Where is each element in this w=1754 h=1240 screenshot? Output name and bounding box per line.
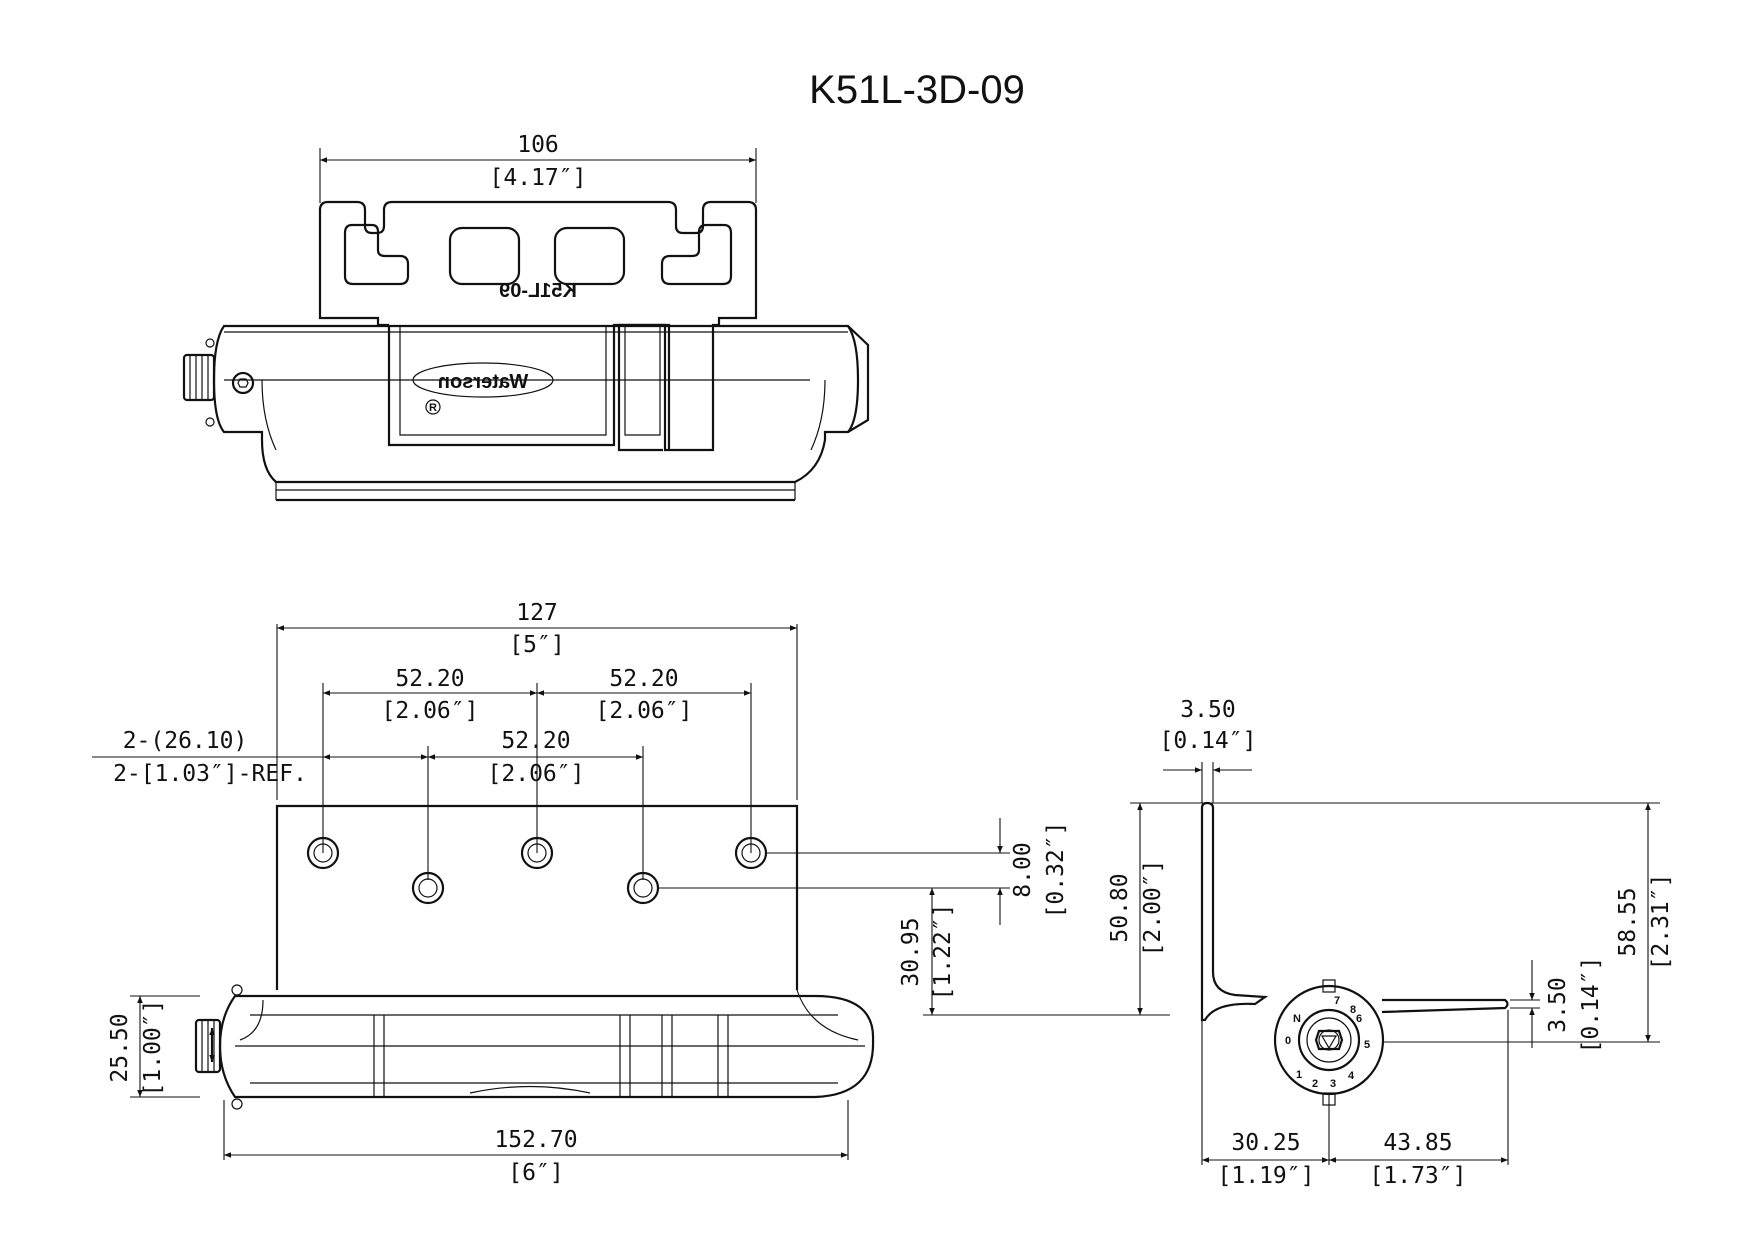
- mounting-hole: [411, 871, 445, 905]
- top-slot-right: [660, 223, 733, 286]
- hole-pitch-left-in: [2.06″]: [382, 698, 479, 724]
- svg-text:R: R: [429, 402, 437, 414]
- overall-height-dimension: 58.55 [2.31″]: [1383, 803, 1674, 1043]
- leaf-width-mm: 127: [516, 600, 558, 626]
- overall-length-in: [6″]: [508, 1160, 563, 1186]
- top-left-fitting: [182, 353, 216, 402]
- hole-pitch-left-mm: 52.20: [395, 666, 464, 692]
- dial-mark-1: 1: [1296, 1069, 1302, 1081]
- hole-height-in: [1.22″]: [930, 904, 956, 1001]
- right-offset-mm: 43.85: [1383, 1130, 1452, 1156]
- top-width-dimension: 106 [4.17″]: [319, 132, 757, 203]
- leaf-width-in: [5″]: [509, 632, 564, 658]
- lower-thickness-in: [0.14″]: [1578, 957, 1604, 1054]
- dial-mark-5: 5: [1364, 1039, 1370, 1051]
- top-slot-2: [448, 226, 521, 286]
- leaf-width-dimension: 127 [5″]: [276, 600, 798, 800]
- hole-offset-in: [0.32″]: [1043, 822, 1069, 919]
- hole-pitch-lower-dimension: 52.20 [2.06″] 2-(26.10) 2-[1.03″]-REF.: [92, 728, 644, 880]
- overall-height-in: [2.31″]: [1648, 874, 1674, 971]
- dial-mark-4: 4: [1348, 1070, 1355, 1082]
- overall-height-mm: 58.55: [1615, 887, 1641, 956]
- front-leaf-plate: [275, 804, 799, 990]
- mounting-holes: [306, 836, 768, 905]
- thickness-in: [0.14″]: [1160, 728, 1257, 754]
- lower-thickness-dimension: 3.50 [0.14″]: [1510, 957, 1604, 1054]
- top-width-mm: 106: [517, 132, 559, 158]
- top-barrel: [212, 324, 860, 484]
- hole-offset-mm: 8.00: [1010, 842, 1036, 897]
- side-tail-leaf: [1381, 998, 1509, 1014]
- top-slot-left: [343, 223, 410, 286]
- side-leaf: [1200, 801, 1269, 1022]
- bottom-offset-dimensions: 30.25 [1.19″] 43.85 [1.73″]: [1201, 1010, 1509, 1189]
- top-slot-3: [553, 226, 626, 286]
- thickness-dimension: 3.50 [0.14″]: [1160, 697, 1257, 803]
- top-view: 106 [4.17″] K51L-09: [182, 132, 870, 502]
- overall-length-mm: 152.70: [494, 1127, 577, 1153]
- front-view: 127 [5″] 52.20 [2.06″] 52.20 [2.06″] 52.…: [92, 600, 1170, 1186]
- hole-offset-dimension: 8.00 [0.32″]: [658, 818, 1069, 925]
- dial-mark-2: 2: [1312, 1078, 1318, 1090]
- dial-mark-6: 6: [1356, 1013, 1362, 1025]
- barrel-diameter-in: [1.00″]: [140, 1000, 166, 1097]
- lower-thickness-mm: 3.50: [1545, 977, 1571, 1032]
- dial-mark-3: 3: [1330, 1078, 1336, 1090]
- svg-text:Waterson: Waterson: [438, 371, 528, 393]
- hole-pitch-lower-in: [2.06″]: [488, 761, 585, 787]
- barrel-diameter-mm: 25.50: [107, 1013, 133, 1082]
- left-offset-mm: 30.25: [1231, 1130, 1300, 1156]
- overall-length-dimension: 152.70 [6″]: [223, 1100, 849, 1186]
- dial-mark-n: N: [1293, 1013, 1301, 1025]
- left-offset-in: [1.19″]: [1218, 1163, 1315, 1189]
- hole-pitch-upper-dimension: 52.20 [2.06″] 52.20 [2.06″]: [322, 666, 752, 853]
- hole-pitch-right-in: [2.06″]: [596, 698, 693, 724]
- right-offset-in: [1.73″]: [1370, 1163, 1467, 1189]
- ref-offset-mm: 2-(26.10): [123, 728, 248, 754]
- hole-height-mm: 30.95: [898, 917, 924, 986]
- top-width-in: [4.17″]: [490, 165, 587, 191]
- top-leaf-plate: [318, 200, 758, 452]
- leaf-height-in: [2.00″]: [1140, 860, 1166, 957]
- drawing-title: K51L-3D-09: [809, 68, 1025, 112]
- thickness-mm: 3.50: [1180, 697, 1235, 723]
- dial-mark-8: 8: [1350, 1004, 1356, 1016]
- side-view: 3.50 [0.14″] 0 1 2 3 4 5 6 7 8 N: [1107, 697, 1674, 1189]
- barrel-diameter-dimension: 25.50 [1.00″]: [107, 995, 200, 1098]
- mounting-hole: [520, 836, 554, 870]
- ref-offset-in: 2-[1.03″]-REF.: [113, 761, 307, 787]
- leaf-height-dimension: 50.80 [2.00″]: [1107, 802, 1660, 1015]
- hole-height-dimension: 30.95 [1.22″]: [898, 888, 1170, 1016]
- top-part-stamp: K51L-09: [499, 280, 577, 302]
- mounting-hole: [306, 836, 340, 870]
- dial-mark-7: 7: [1334, 995, 1340, 1007]
- top-logo: Waterson R: [412, 362, 554, 415]
- adjustment-dial: 0 1 2 3 4 5 6 7 8 N: [1273, 979, 1385, 1106]
- hole-pitch-lower-mm: 52.20: [501, 728, 570, 754]
- leaf-height-mm: 50.80: [1107, 873, 1133, 942]
- dial-mark-0: 0: [1285, 1035, 1291, 1047]
- hole-pitch-right-mm: 52.20: [609, 666, 678, 692]
